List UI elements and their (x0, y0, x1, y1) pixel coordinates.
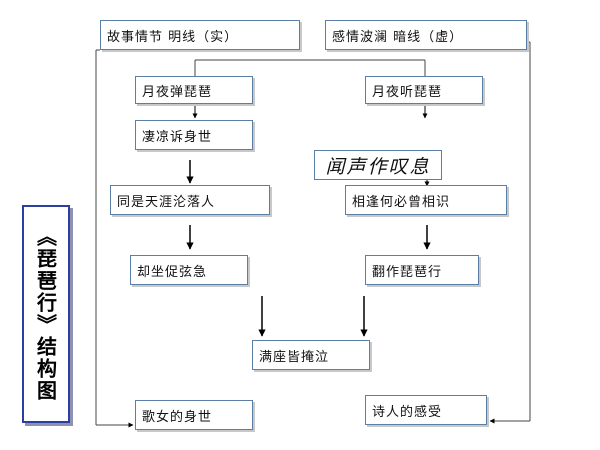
emotion-line-box: 感情波澜 暗线（虚） (325, 20, 527, 50)
right-node-2: 相逢何必曾相识 (345, 185, 507, 215)
left-node-1: 月夜弹琵琶 (135, 76, 253, 104)
center-node-label: 满座皆掩泣 (259, 349, 330, 365)
annotation-sigh-label: 闻声作叹息 (325, 155, 431, 178)
right-node-4: 诗人的感受 (365, 395, 487, 425)
left-node-4-label: 却坐促弦急 (137, 264, 208, 280)
left-node-1-label: 月夜弹琵琶 (142, 84, 213, 100)
right-node-2-label: 相逢何必曾相识 (352, 194, 451, 210)
right-node-4-label: 诗人的感受 (372, 404, 443, 420)
left-node-5-label: 歌女的身世 (142, 409, 213, 425)
diagram-title: 《琵琶行》结构图 (22, 205, 70, 423)
main-plot-label: 故事情节 明线（实） (107, 29, 239, 45)
right-node-3-label: 翻作琵琶行 (372, 264, 443, 280)
left-node-2: 凄凉诉身世 (135, 120, 253, 150)
left-node-4: 却坐促弦急 (130, 255, 248, 285)
emotion-line-label: 感情波澜 暗线（虚） (332, 29, 464, 45)
main-plot-box: 故事情节 明线（实） (100, 20, 300, 50)
annotation-sigh: 闻声作叹息 (314, 150, 442, 180)
diagram-title-text: 《琵琶行》结构图 (33, 226, 58, 402)
right-node-1: 月夜听琵琶 (365, 76, 483, 104)
left-node-3: 同是天涯沦落人 (110, 185, 270, 215)
left-node-3-label: 同是天涯沦落人 (117, 194, 216, 210)
left-node-2-label: 凄凉诉身世 (142, 129, 213, 145)
center-node: 满座皆掩泣 (252, 340, 370, 370)
right-node-3: 翻作琵琶行 (365, 255, 479, 285)
right-node-1-label: 月夜听琵琶 (372, 84, 443, 100)
left-node-5: 歌女的身世 (135, 400, 253, 430)
